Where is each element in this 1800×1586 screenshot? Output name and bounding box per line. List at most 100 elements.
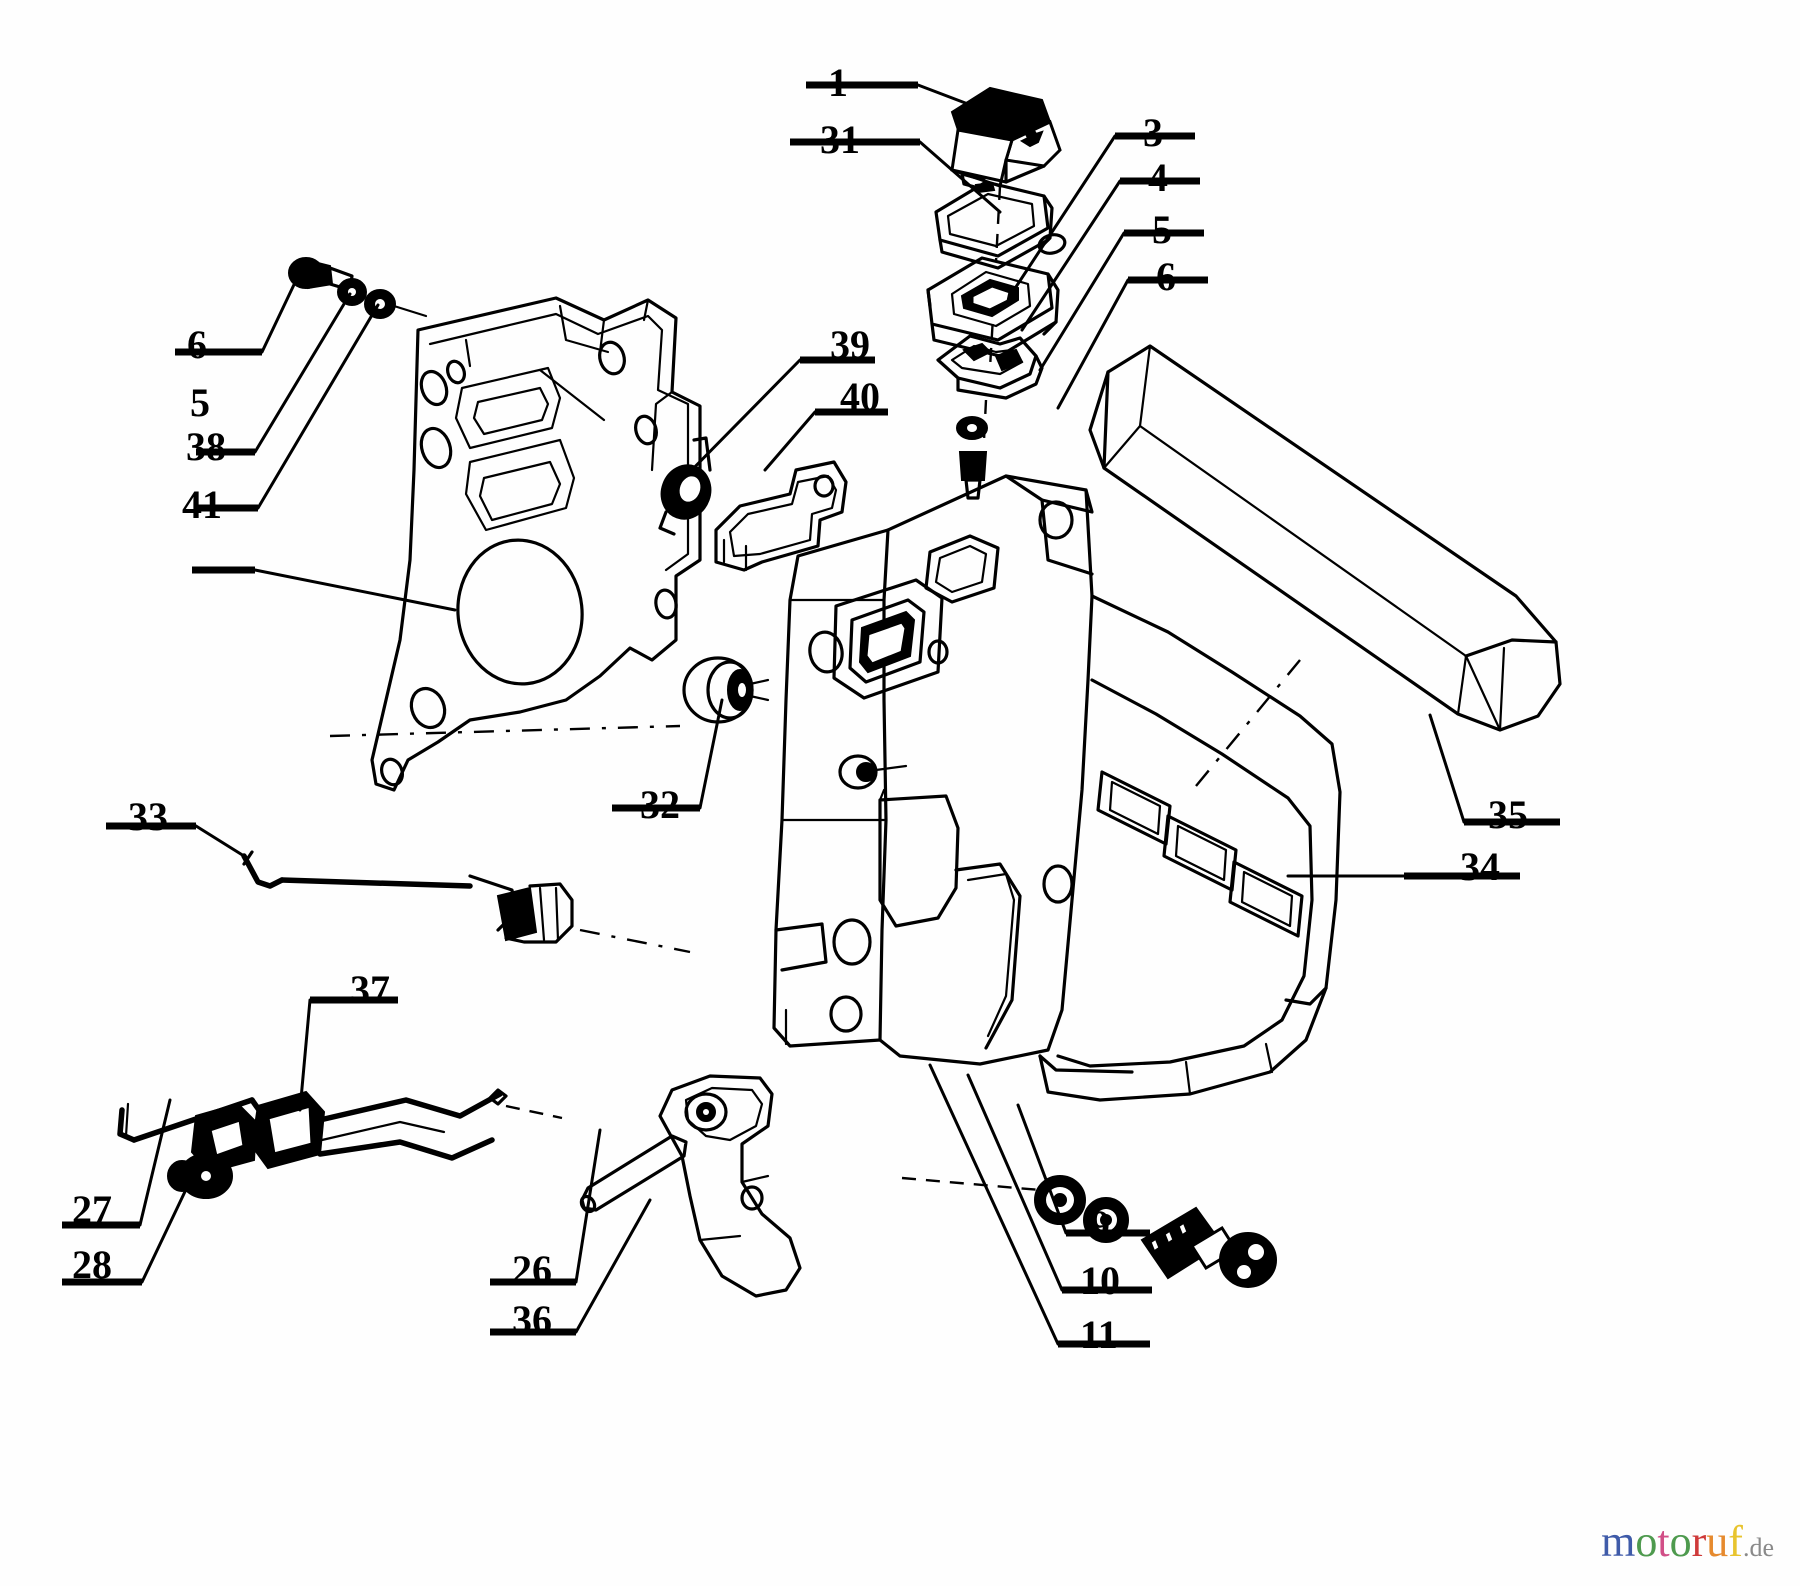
callout-leader-line [138, 1098, 172, 1227]
watermark-letters: motoruf [1601, 1520, 1743, 1564]
part-bolt-stud-11 [1140, 1206, 1277, 1288]
watermark-letter: t [1657, 1517, 1670, 1566]
callout-35: 35 [1428, 713, 1560, 837]
callout-leader-line [918, 140, 1002, 214]
callout-3: 3 [1008, 110, 1195, 298]
part-washer-b [364, 289, 396, 319]
callout-5: 5 [1038, 207, 1204, 372]
callout-leader-line [260, 270, 302, 354]
callout-leader-line [1428, 713, 1466, 824]
callout-leader-line [1038, 231, 1126, 372]
callout-leader-line [140, 1158, 202, 1284]
watermark-letter: m [1601, 1517, 1636, 1566]
part-switch-plate-upper [926, 256, 1060, 358]
callout-leader-line [253, 568, 457, 612]
callout-9: 9 [1016, 1103, 1150, 1247]
callout-leader-line [916, 83, 1012, 122]
callout-leader-line [1016, 1103, 1068, 1235]
callout-number: 35 [1488, 792, 1528, 837]
callout-number: 10 [1080, 1258, 1120, 1303]
callout-37: 37 [298, 967, 398, 1112]
part-bracket [714, 460, 848, 572]
callout-6: 6 [175, 270, 302, 367]
callout-leader-line [298, 998, 312, 1112]
part-choke-rod-knob [241, 850, 691, 954]
callout-number: 11 [1080, 1312, 1118, 1357]
callout-41: 41 [182, 482, 457, 612]
part-rear-handle-housing [772, 474, 1342, 1102]
part-washer-and-screw-right [956, 416, 988, 500]
fastener-group-left [288, 257, 428, 319]
part-throttle-trigger [658, 1074, 802, 1298]
callout-number: 5 [1152, 207, 1172, 252]
watermark-letter: o [1635, 1517, 1658, 1566]
throttle-linkage-group [117, 1088, 563, 1199]
callout-number: 5 [190, 380, 210, 425]
callout-number: 4 [1148, 155, 1168, 200]
callout-number: 3 [1143, 110, 1163, 155]
callout-4: 4 [1020, 155, 1200, 332]
callout-number: 32 [640, 782, 680, 827]
callout-leader-line [256, 303, 380, 510]
callout-1: 1 [806, 60, 1012, 122]
callout-number: 28 [72, 1242, 112, 1287]
callout-number: 39 [830, 322, 870, 367]
callout-number: 31 [820, 117, 860, 162]
callout-number: 36 [512, 1297, 552, 1342]
callout-leader-line [574, 1128, 602, 1284]
callout-number: 27 [72, 1187, 112, 1232]
callout-26: 26 [490, 1128, 602, 1292]
callout-32: 32 [612, 698, 724, 827]
callout-leader-line [1008, 134, 1117, 298]
callout-number: 38 [186, 424, 226, 469]
callout-10: 10 [966, 1073, 1152, 1303]
callout-number: 40 [840, 374, 880, 419]
part-switch-slide-plate [934, 180, 1067, 270]
part-handle-bar-cover [1088, 344, 1562, 732]
callout-number: 41 [182, 482, 222, 527]
callout-leader-line [194, 824, 246, 858]
callout-leader-line [966, 1073, 1064, 1292]
callout-leader-line [574, 1198, 652, 1334]
callout-27: 27 [62, 1098, 172, 1232]
switch-assembly-group [926, 86, 1067, 500]
part-chain-brake-cover-plate [329, 296, 702, 792]
watermark-letter: o [1669, 1517, 1692, 1566]
callout-11: 11 [928, 1063, 1150, 1357]
callout-leader-line [253, 292, 352, 454]
part-rubber-grommet [682, 656, 770, 724]
callout-5: 5 [190, 292, 352, 456]
part-washer-a [337, 278, 367, 306]
watermark-letter: f [1728, 1517, 1743, 1566]
callout-number: 26 [512, 1247, 552, 1292]
callout-leader-line [763, 410, 817, 472]
callout-number: 6 [187, 322, 207, 367]
callout-leader-line [698, 698, 724, 810]
callout-number: 1 [828, 60, 848, 105]
fastener-group-bottom-right [901, 1175, 1277, 1288]
callout-number: 33 [128, 794, 168, 839]
callout-number: 37 [350, 967, 390, 1012]
part-pivot-pin [579, 1134, 688, 1214]
callout-34: 34 [1286, 844, 1520, 889]
part-washer-outer-9 [1034, 1175, 1086, 1225]
watermark-letter: r [1691, 1517, 1707, 1566]
callout-40: 40 [763, 374, 888, 472]
callout-38: 38 [186, 303, 380, 512]
callout-31: 31 [790, 117, 1002, 214]
part-switch-lever-top [950, 86, 1062, 192]
callout-leader-line [1020, 179, 1122, 332]
callout-number: 9 [1090, 1202, 1110, 1247]
callout-36: 36 [490, 1198, 652, 1342]
callout-39: 39 [673, 322, 875, 489]
callout-28: 28 [62, 1158, 202, 1287]
watermark-letter: u [1706, 1517, 1729, 1566]
callout-number: 34 [1460, 844, 1500, 889]
watermark-suffix: .de [1742, 1533, 1774, 1562]
trigger-group [579, 1074, 802, 1298]
motoruf-watermark: motoruf.de [1601, 1520, 1774, 1564]
callout-leader-line [673, 358, 802, 489]
